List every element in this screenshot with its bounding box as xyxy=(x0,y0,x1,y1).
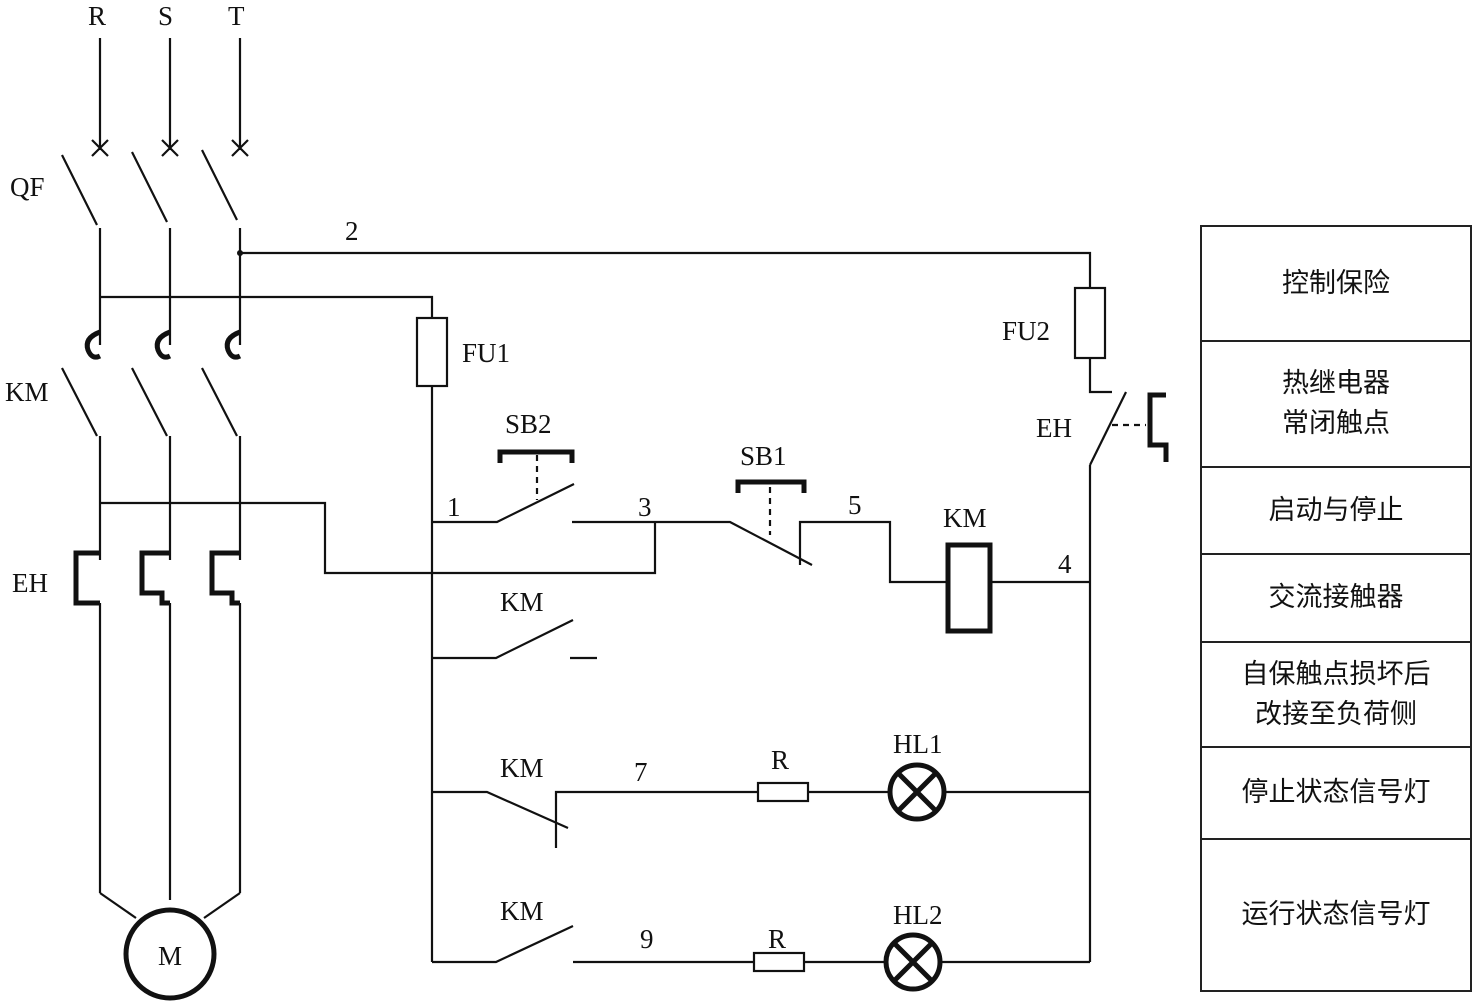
phase-label-s: S xyxy=(158,1,173,31)
legend-text: 热继电器 常闭触点 xyxy=(1282,368,1390,439)
legend-text: 自保触点损坏后 改接至负荷侧 xyxy=(1241,658,1431,730)
legend-text: 运行状态信号灯 xyxy=(1241,899,1431,930)
node-9: 9 xyxy=(640,924,654,954)
legend-table: 控制保险 热继电器 常闭触点 启动与停止 交流接触器 自保触点损坏后 改接至负荷… xyxy=(1200,225,1472,992)
label-fu2: FU2 xyxy=(1002,316,1050,346)
legend-cell-stop-lamp: 停止状态信号灯 xyxy=(1202,748,1470,840)
node-7: 7 xyxy=(634,757,648,787)
legend-cell-start-stop: 启动与停止 xyxy=(1202,468,1470,555)
label-fu1: FU1 xyxy=(462,338,510,368)
phase-label-r: R xyxy=(88,1,106,31)
label-qf: QF xyxy=(10,172,45,202)
legend-text: 停止状态信号灯 xyxy=(1241,777,1431,808)
label-hl2: HL2 xyxy=(893,900,943,930)
label-km-main: KM xyxy=(5,377,49,407)
node-5: 5 xyxy=(848,490,862,520)
node-3: 3 xyxy=(638,492,652,522)
legend-text: 启动与停止 xyxy=(1268,494,1404,526)
motor-label: M xyxy=(158,941,182,971)
resistor-r1 xyxy=(756,781,810,803)
legend-cell-run-lamp: 运行状态信号灯 xyxy=(1202,840,1470,992)
legend-cell-self-hold: 自保触点损坏后 改接至负荷侧 xyxy=(1202,643,1470,748)
label-r2: R xyxy=(768,924,786,954)
control-rung xyxy=(100,449,1090,992)
label-eh-main: EH xyxy=(12,568,48,598)
fuse-fu2 xyxy=(1073,286,1107,360)
fuse-fu1 xyxy=(415,316,449,388)
control-feed xyxy=(100,250,1169,962)
legend-cell-control-fuse: 控制保险 xyxy=(1202,227,1470,342)
legend-text: 交流接触器 xyxy=(1268,582,1404,613)
legend-cell-contactor: 交流接触器 xyxy=(1202,555,1470,643)
main-circuit xyxy=(61,38,249,1001)
phase-label-t: T xyxy=(228,1,245,31)
legend-text: 控制保险 xyxy=(1282,267,1390,299)
km-coil xyxy=(945,542,993,634)
label-km-aux-1: KM xyxy=(500,587,544,617)
label-hl1: HL1 xyxy=(893,729,943,759)
legend-cell-thermal-contact: 热继电器 常闭触点 xyxy=(1202,342,1470,468)
label-km-aux-3: KM xyxy=(500,896,544,926)
node-2: 2 xyxy=(345,216,359,246)
label-km-coil: KM xyxy=(943,503,987,533)
node-4: 4 xyxy=(1058,549,1072,579)
resistor-r2 xyxy=(752,951,806,973)
label-km-aux-2: KM xyxy=(500,753,544,783)
label-eh-contact: EH xyxy=(1036,413,1072,443)
label-sb2: SB2 xyxy=(505,409,552,439)
node-1: 1 xyxy=(447,492,461,522)
label-r1: R xyxy=(771,745,789,775)
label-sb1: SB1 xyxy=(740,441,787,471)
